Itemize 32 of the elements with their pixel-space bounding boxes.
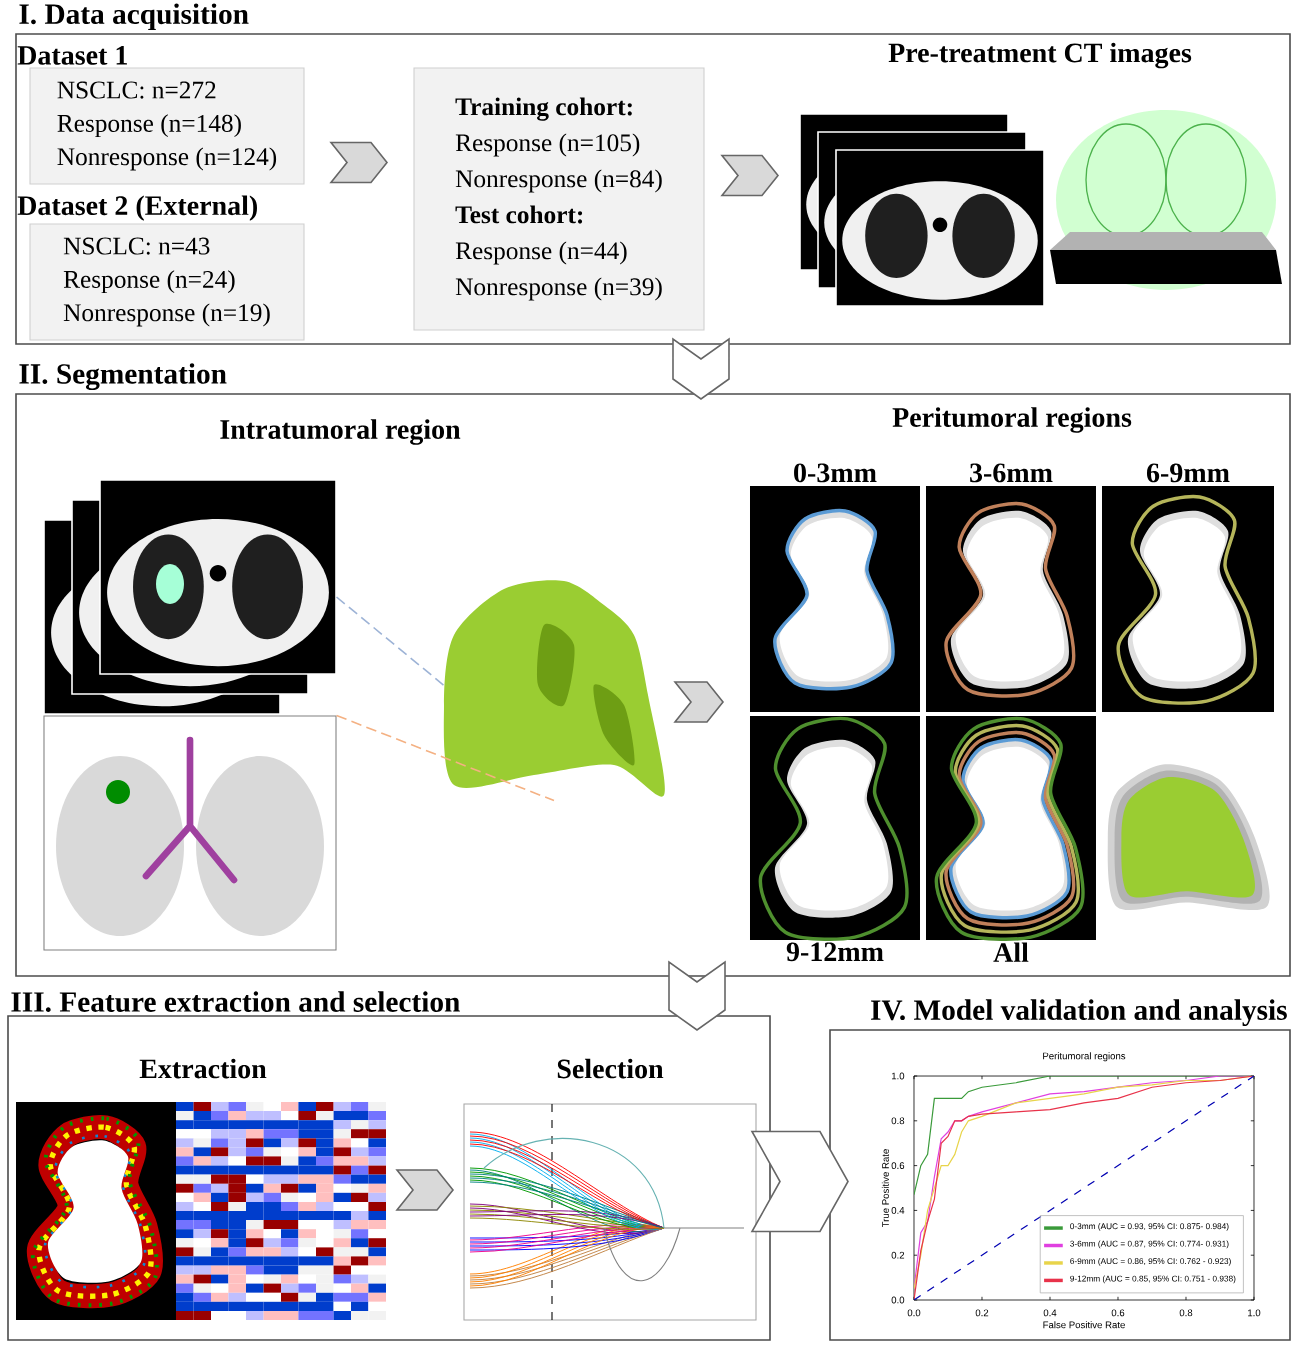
lung-3d-drawing [43, 715, 337, 951]
chevron-arrow [720, 154, 780, 197]
chevron-arrow [673, 681, 725, 723]
chevron-arrow [750, 1130, 849, 1233]
section-heading: Intratumoral region [220, 419, 461, 445]
node-label: III. Feature extraction and selection [11, 991, 460, 1013]
leader-line [335, 596, 445, 686]
node-label: II. Segmentation [19, 363, 227, 391]
leader-line [335, 714, 555, 802]
tumor-halo-drawing [1107, 764, 1270, 911]
image-caption: All [993, 942, 1029, 962]
data-box: NSCLC: n=43 Response (n=24) Nonresponse (n=19) [29, 223, 305, 341]
node-label: IV. Model validation and analysis [871, 999, 1287, 1026]
image-caption: 9-12mm [786, 942, 884, 962]
tumor-3d-drawing [443, 580, 665, 797]
image-caption: 0-3mm [794, 463, 877, 483]
chevron-arrow [329, 141, 389, 184]
image-heading: Selection [557, 1058, 664, 1079]
image-heading: Pre-treatment CT images [888, 42, 1192, 69]
ct-slice-drawing [43, 479, 337, 715]
card-heading: Dataset 1 [17, 46, 127, 65]
node-label: I. Data acquisition [19, 3, 249, 30]
data-box: NSCLC: n=272 Response (n=148) Nonresponse (n=124) [29, 67, 305, 185]
cohort-box: Training cohort: Response (n=105) Nonresponse (n=84) Test cohort: Response (n=44) Nonresponse (n=39) [413, 67, 705, 331]
card-heading: Dataset 2 (External) [17, 195, 257, 221]
section-heading: Peritumoral regions [892, 407, 1132, 433]
image-heading: Extraction [139, 1058, 267, 1079]
image-caption: 3-6mm [970, 463, 1053, 483]
chevron-arrow [395, 1169, 455, 1211]
chevron-arrow [672, 337, 730, 400]
chevron-arrow [668, 960, 726, 1031]
image-caption: 6-9mm [1146, 463, 1230, 483]
